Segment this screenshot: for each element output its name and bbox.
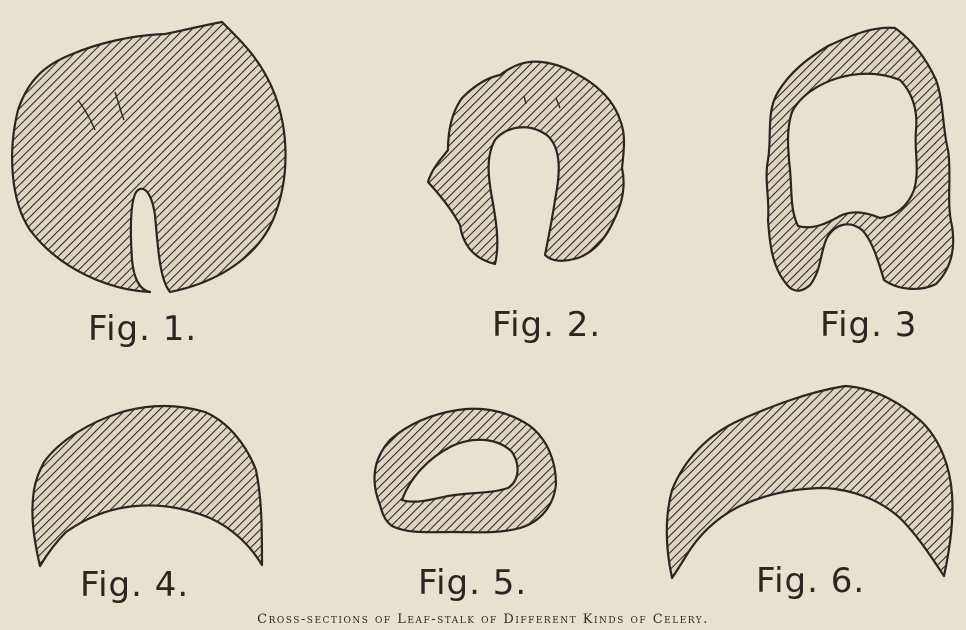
figure-1-label: Fig. 1. <box>88 309 197 349</box>
figure-1: Fig. 1. <box>12 22 285 349</box>
figures-canvas: Fig. 1. Fig. 2. Fig. 3 Fig. 4. Fig. 5. <box>0 0 966 610</box>
figure-6-section <box>667 386 953 578</box>
figure-4-section <box>32 406 262 566</box>
figure-3-label: Fig. 3 <box>820 305 917 345</box>
figure-3: Fig. 3 <box>767 28 954 345</box>
figure-2-label: Fig. 2. <box>492 305 601 345</box>
figure-4-label: Fig. 4. <box>80 565 189 605</box>
figure-5: Fig. 5. <box>375 409 556 603</box>
figure-6: Fig. 6. <box>667 386 953 601</box>
figure-4: Fig. 4. <box>32 406 262 605</box>
figure-5-label: Fig. 5. <box>418 563 527 603</box>
figure-3-cavity <box>788 74 917 228</box>
figure-2: Fig. 2. <box>428 62 624 345</box>
figure-2-section <box>428 62 624 264</box>
plate-caption: Cross-sections of Leaf-stalk of Differen… <box>0 610 966 630</box>
figure-6-label: Fig. 6. <box>756 561 865 601</box>
figure-1-section <box>12 22 285 292</box>
